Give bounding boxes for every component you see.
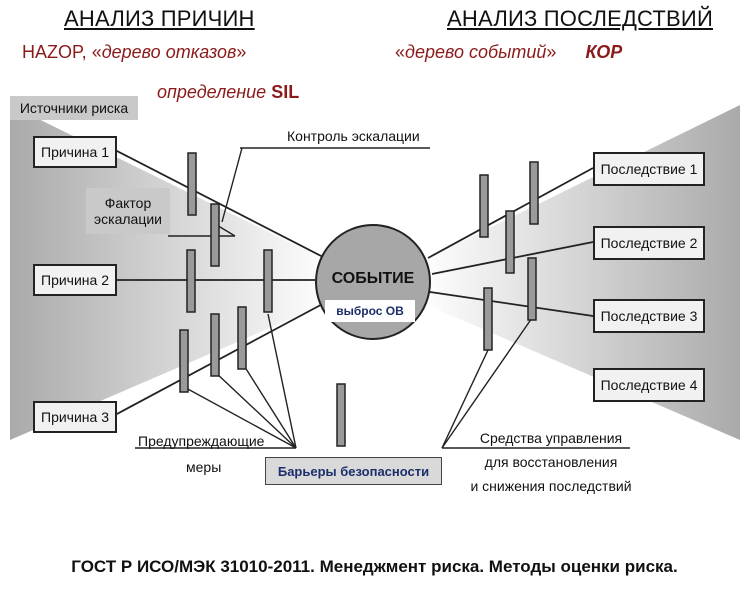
cause-3-box: Причина 3 (33, 401, 117, 433)
barrier-bar (210, 203, 220, 267)
cause-1-box: Причина 1 (33, 136, 117, 168)
consequences-methods: «дерево событий» КОР (395, 42, 623, 62)
causes-methods: HAZOP, «дерево отказов» (22, 42, 247, 62)
escalation-control-label: Контроль эскалации (287, 128, 420, 144)
consequences-analysis-title: АНАЛИЗ ПОСЛЕДСТВИЙ (447, 6, 713, 31)
barrier-bar (505, 210, 515, 274)
barrier-bar (237, 306, 247, 370)
risk-sources-label: Источники риска (10, 96, 138, 120)
cause-2-box: Причина 2 (33, 264, 117, 296)
barrier-bar (483, 287, 493, 351)
sil-definition: определение SIL (157, 82, 300, 102)
barrier-bar (479, 174, 489, 238)
barrier-bar (187, 152, 197, 216)
safety-barriers-label: Барьеры безопасности (265, 457, 442, 485)
consequence-4-box: Последствие 4 (593, 368, 705, 402)
barrier-bar (527, 257, 537, 321)
barrier-bar (529, 161, 539, 225)
barrier-bar (336, 383, 346, 447)
barrier-bar (179, 329, 189, 393)
barrier-bar (263, 249, 273, 313)
event-title: СОБЫТИЕ (331, 270, 415, 287)
consequence-1-box: Последствие 1 (593, 152, 705, 186)
causes-analysis-title: АНАЛИЗ ПРИЧИН (64, 6, 255, 31)
barrier-bar (186, 249, 196, 313)
event-subtitle: выброс ОВ (325, 300, 415, 322)
consequences-wedge (420, 105, 740, 440)
preventive-measures-label: Предупреждающие меры (138, 433, 265, 475)
mitigation-label: Средства управления для восстановления и… (470, 430, 632, 494)
consequence-2-box: Последствие 2 (593, 226, 705, 260)
consequence-3-box: Последствие 3 (593, 299, 705, 333)
source-reference: ГОСТ Р ИСО/МЭК 31010-2011. Менеджмент ри… (71, 557, 678, 576)
escalation-factor-label: Фактор эскалации (86, 188, 170, 234)
barrier-bar (210, 313, 220, 377)
